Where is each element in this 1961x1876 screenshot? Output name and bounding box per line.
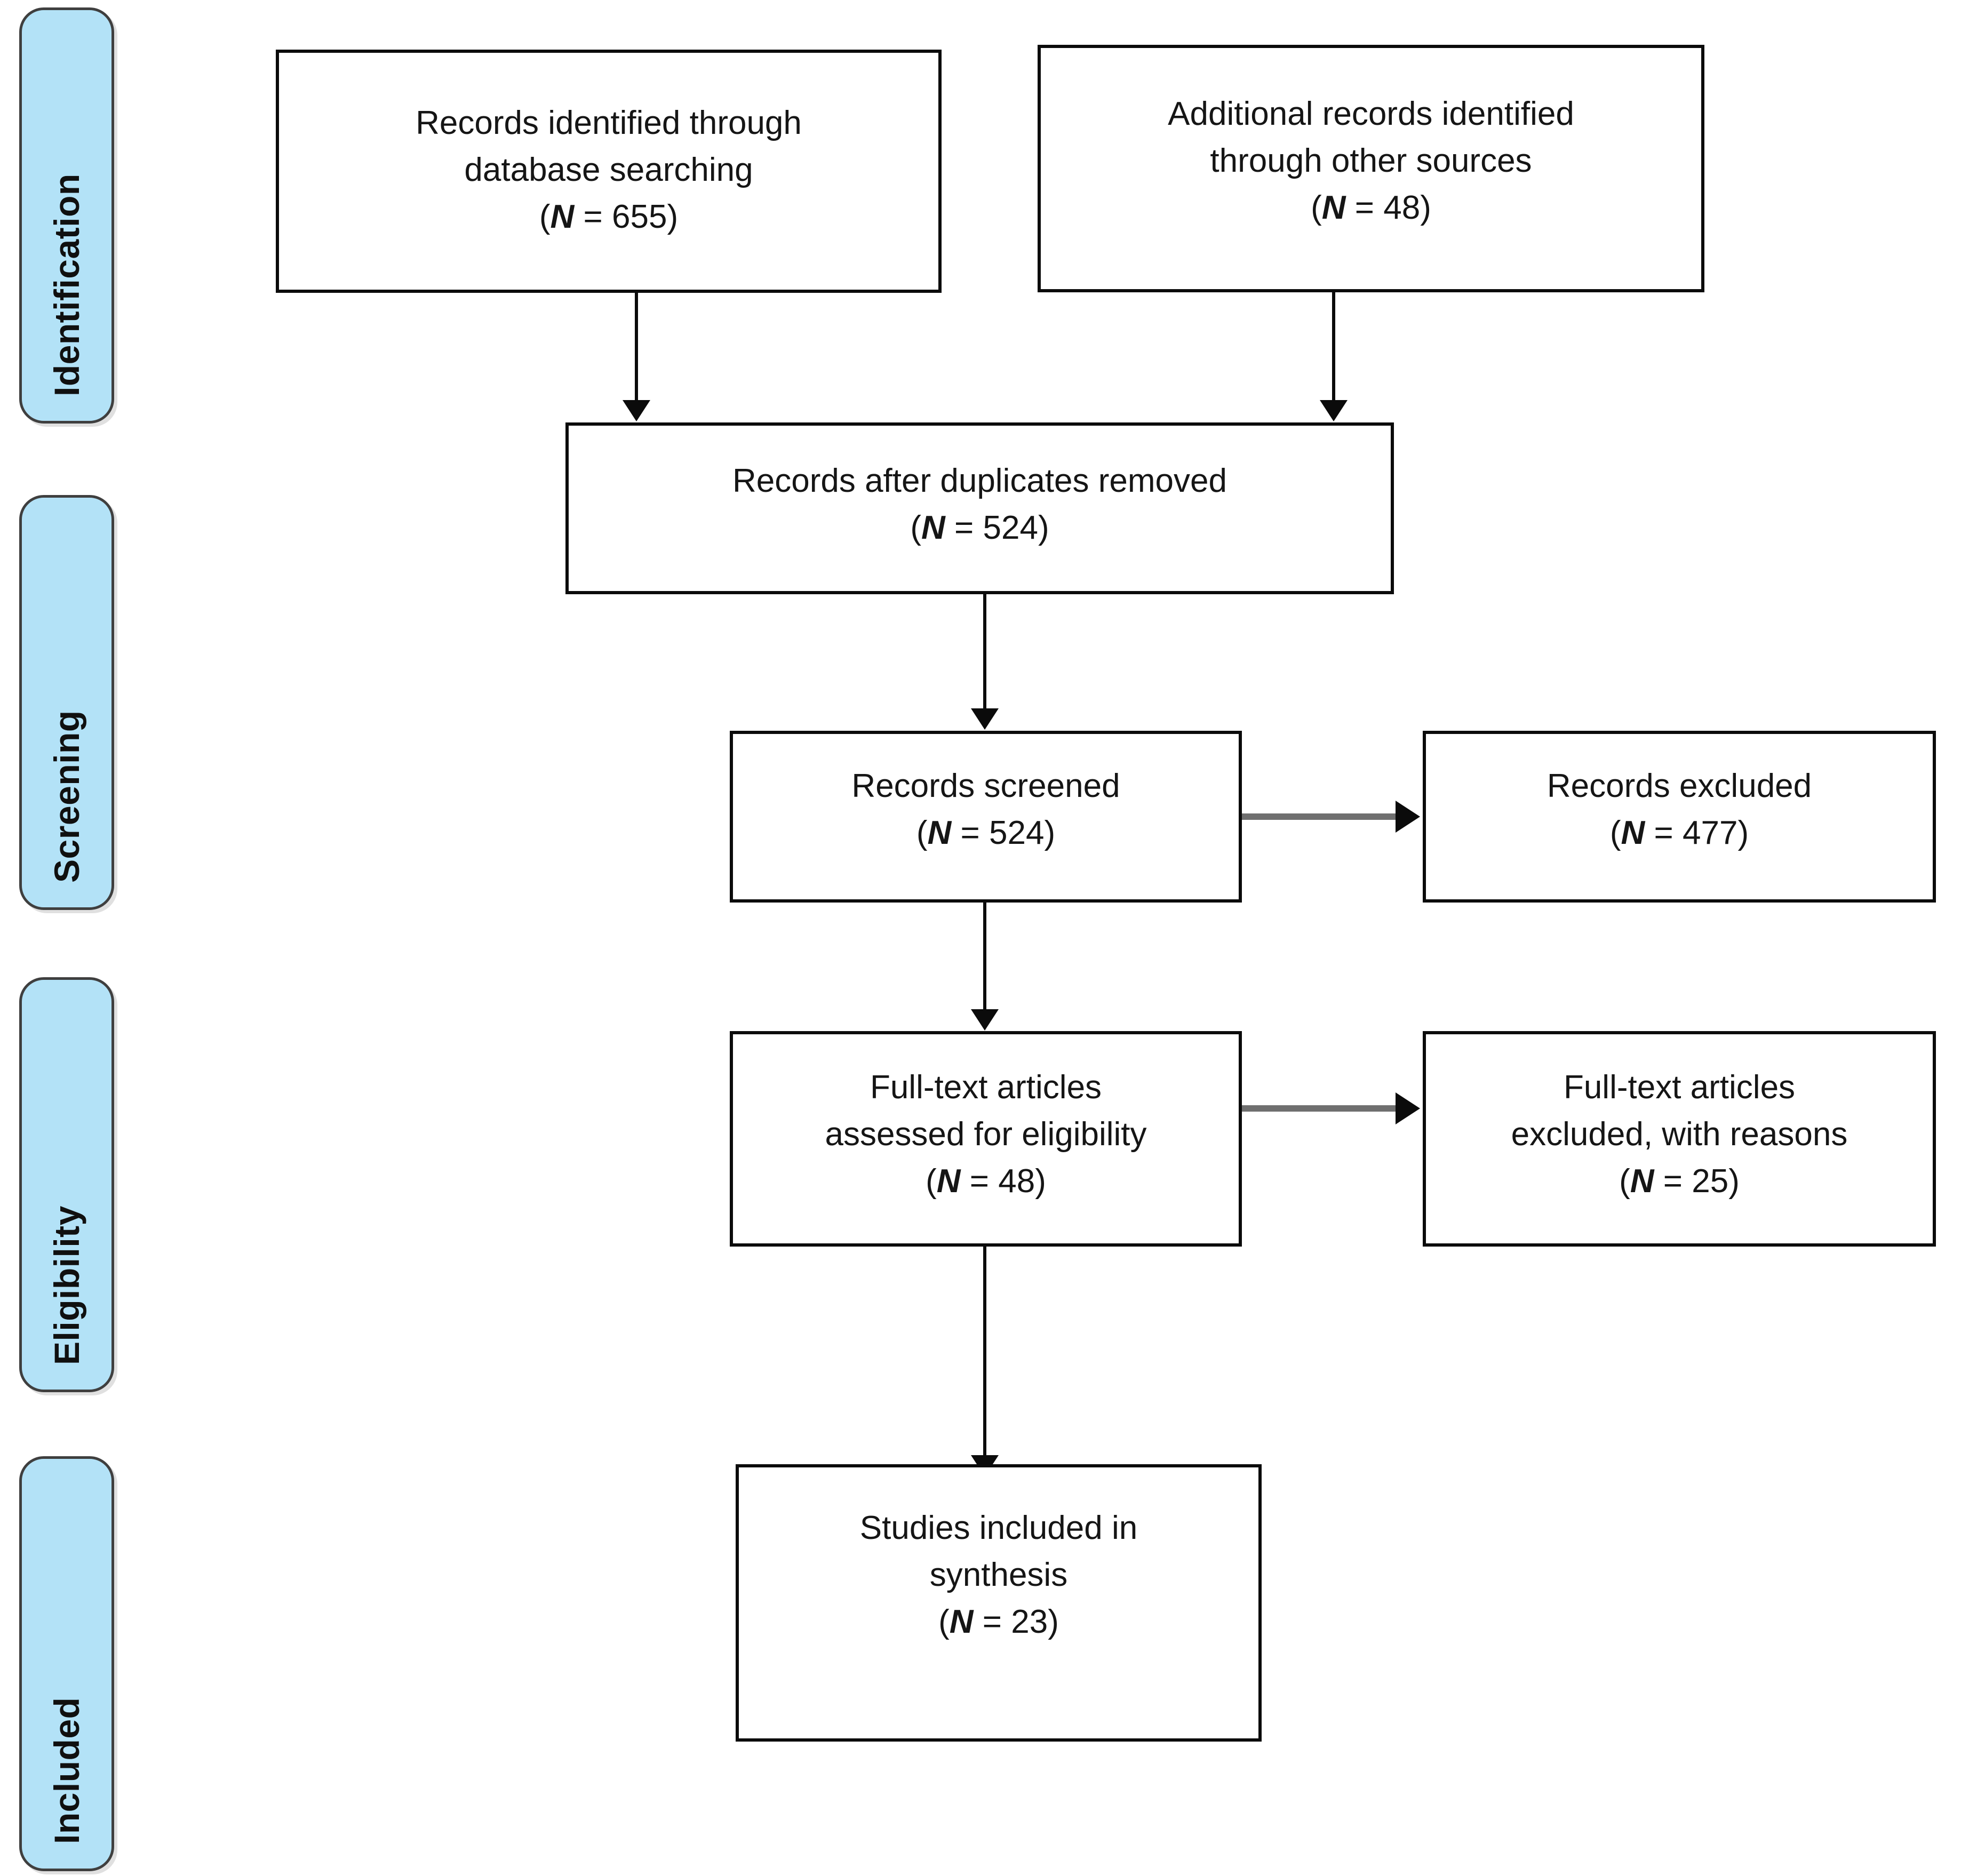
- box-fulltext-assessed-eligibility: Full-text articles assessed for eligibil…: [730, 1031, 1242, 1247]
- line-1: Full-text articles: [870, 1069, 1102, 1106]
- n-symbol: N: [949, 1603, 974, 1641]
- box-studies-included-synthesis: Studies included in synthesis (N = 23): [736, 1464, 1262, 1742]
- n-value: = 524: [945, 509, 1038, 547]
- n-symbol: N: [1630, 1163, 1654, 1200]
- stage-label-identification-text: Identification: [47, 173, 86, 396]
- n-value: = 655: [574, 198, 667, 236]
- arrow-head-eligibility-to-excluded: [1396, 1092, 1420, 1124]
- line-2: through other sources: [1210, 142, 1532, 180]
- stage-label-included: Included: [19, 1456, 114, 1871]
- box-records-after-duplicates-text: Records after duplicates removed (N = 52…: [569, 458, 1391, 552]
- arrow-head-screened-to-excluded: [1396, 801, 1420, 833]
- n-symbol: N: [936, 1163, 961, 1200]
- line-1: Records identified through: [416, 105, 802, 141]
- count-line: (N = 524): [910, 509, 1049, 547]
- line-1: Records screened: [851, 768, 1120, 804]
- n-value: = 48: [960, 1163, 1035, 1200]
- line-1: Records excluded: [1547, 768, 1812, 804]
- box-additional-records-other-sources: Additional records identified through ot…: [1038, 45, 1704, 292]
- count-line: (N = 25): [1619, 1163, 1740, 1200]
- arrow-head-db-to-duplicates: [623, 400, 650, 421]
- n-symbol: N: [1321, 189, 1346, 227]
- n-value: = 48: [1345, 189, 1421, 227]
- arrow-line-screened-to-excluded: [1242, 813, 1398, 820]
- arrow-line-other-to-duplicates: [1332, 292, 1335, 401]
- box-records-identified-database-text: Records identified through database sear…: [279, 100, 938, 241]
- line-2: database searching: [464, 151, 753, 189]
- count-line: (N = 48): [1311, 189, 1431, 227]
- box-fulltext-excluded-reasons: Full-text articles excluded, with reason…: [1423, 1031, 1936, 1247]
- n-symbol: N: [927, 815, 952, 852]
- box-fulltext-assessed-eligibility-text: Full-text articles assessed for eligibil…: [733, 1064, 1239, 1205]
- box-records-after-duplicates: Records after duplicates removed (N = 52…: [565, 422, 1394, 594]
- arrow-line-db-to-duplicates: [635, 293, 638, 401]
- stage-label-eligibility-text: Eligibility: [47, 1206, 86, 1365]
- line-2: synthesis: [929, 1556, 1068, 1594]
- n-symbol: N: [921, 509, 945, 547]
- n-value: = 477: [1645, 815, 1738, 852]
- arrow-head-other-to-duplicates: [1320, 400, 1348, 421]
- n-symbol: N: [550, 198, 575, 236]
- stage-label-screening-text: Screening: [47, 710, 86, 883]
- arrow-line-duplicates-to-screened: [983, 594, 986, 709]
- count-line: (N = 477): [1609, 815, 1749, 852]
- line-1: Full-text articles: [1563, 1069, 1796, 1106]
- n-value: = 524: [951, 815, 1045, 852]
- box-studies-included-synthesis-text: Studies included in synthesis (N = 23): [739, 1505, 1258, 1646]
- line-1: Studies included in: [859, 1510, 1138, 1546]
- n-value: = 25: [1654, 1163, 1729, 1200]
- n-symbol: N: [1621, 815, 1645, 852]
- arrow-head-duplicates-to-screened: [971, 708, 999, 730]
- stage-label-identification: Identification: [19, 7, 114, 424]
- line-1: Records after duplicates removed: [732, 462, 1227, 499]
- line-2: excluded, with reasons: [1511, 1116, 1848, 1153]
- arrow-line-eligibility-to-included: [983, 1247, 986, 1457]
- stage-label-eligibility: Eligibility: [19, 977, 114, 1392]
- line-2: assessed for eligibility: [825, 1116, 1147, 1153]
- stage-label-screening: Screening: [19, 495, 114, 910]
- box-records-screened-text: Records screened (N = 524): [733, 763, 1239, 857]
- n-value: = 23: [973, 1603, 1048, 1641]
- arrow-head-screened-to-eligibility: [971, 1009, 999, 1031]
- count-line: (N = 524): [916, 815, 1056, 852]
- box-records-excluded: Records excluded (N = 477): [1423, 731, 1936, 903]
- box-records-screened: Records screened (N = 524): [730, 731, 1242, 903]
- arrow-line-eligibility-to-excluded: [1242, 1105, 1398, 1112]
- count-line: (N = 23): [938, 1603, 1059, 1641]
- box-additional-records-other-sources-text: Additional records identified through ot…: [1041, 91, 1701, 231]
- box-records-identified-database: Records identified through database sear…: [276, 50, 942, 293]
- count-line: (N = 48): [926, 1163, 1046, 1200]
- box-records-excluded-text: Records excluded (N = 477): [1426, 763, 1933, 857]
- line-1: Additional records identified: [1168, 95, 1574, 132]
- stage-label-included-text: Included: [47, 1697, 86, 1844]
- box-fulltext-excluded-reasons-text: Full-text articles excluded, with reason…: [1426, 1064, 1933, 1205]
- count-line: (N = 655): [539, 198, 679, 236]
- arrow-line-screened-to-eligibility: [983, 903, 986, 1010]
